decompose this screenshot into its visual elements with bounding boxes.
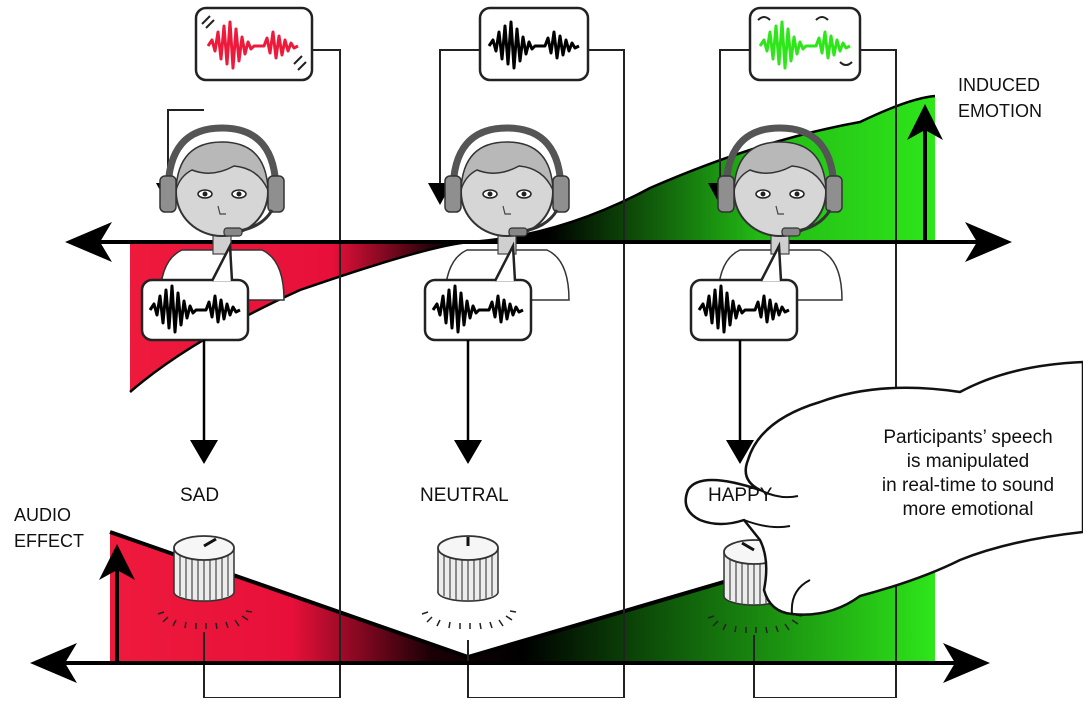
induced-emotion-label-line1: INDUCED bbox=[958, 74, 1040, 96]
happy-label: HAPPY bbox=[708, 484, 772, 507]
sad-down-arrow-icon bbox=[190, 340, 218, 464]
happy-down-arrow-icon bbox=[726, 340, 754, 464]
audio-effect-label-line2: EFFECT bbox=[14, 530, 84, 552]
neutral-waveform-box bbox=[480, 8, 588, 80]
induced-emotion-label-line2: EMOTION bbox=[958, 100, 1042, 122]
audio-effect-label-line1: AUDIO bbox=[14, 504, 71, 526]
annotation-line3: in real-time to sound bbox=[854, 474, 1082, 498]
annotation-line2: is manipulated bbox=[854, 450, 1082, 474]
neutral-down-arrow-icon bbox=[454, 340, 482, 464]
neutral-knob-icon bbox=[422, 536, 516, 629]
sad-manipulated-waveform-box bbox=[196, 8, 312, 80]
sad-label: SAD bbox=[180, 484, 219, 507]
annotation-line4: more emotional bbox=[854, 498, 1082, 522]
happy-manipulated-waveform-box bbox=[750, 8, 860, 80]
annotation-line1: Participants’ speech bbox=[854, 426, 1082, 450]
neutral-label: NEUTRAL bbox=[420, 484, 509, 507]
annotation: Participants’ speech is manipulated in r… bbox=[854, 426, 1082, 522]
